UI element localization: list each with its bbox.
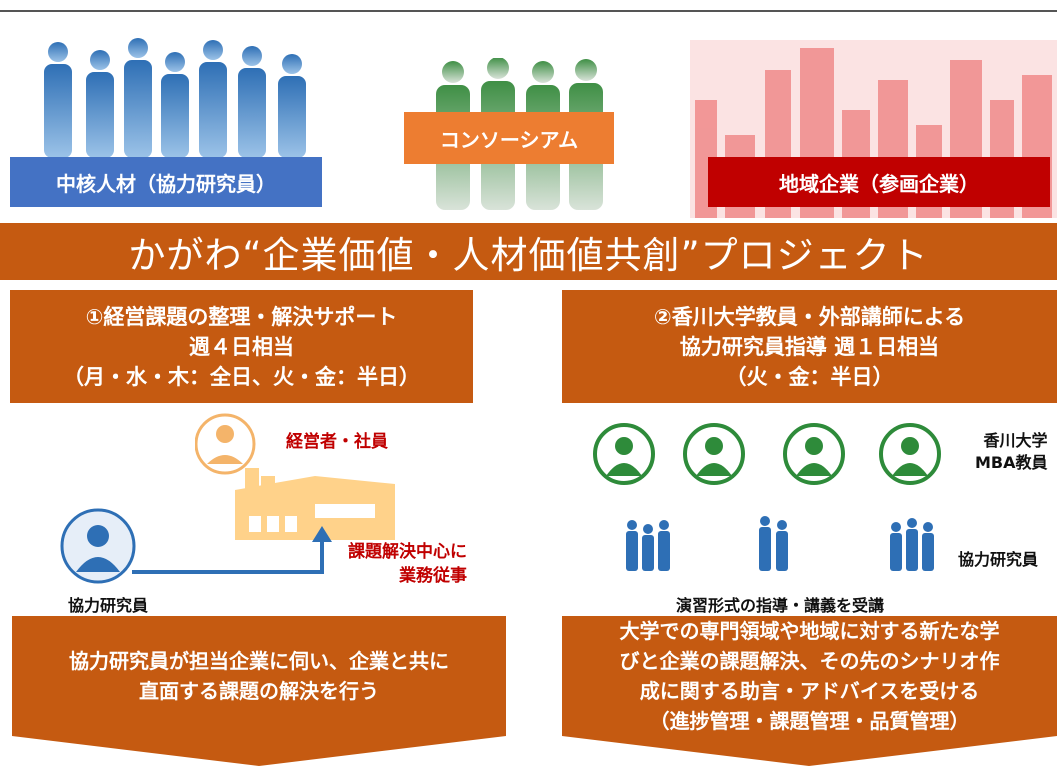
problem-solving-label: 課題解決中心に 業務従事 bbox=[348, 540, 467, 588]
company-building-icon bbox=[195, 413, 395, 540]
mba-line-1: 香川大学 bbox=[983, 431, 1048, 450]
right-heading-line-1: ②香川大学教員・外部講師による bbox=[653, 304, 966, 329]
left-result-arrow: 協力研究員が担当企業に伺い、企業と共に 直面する課題の解決を行う bbox=[12, 616, 506, 736]
people-crowd-icon bbox=[44, 38, 306, 158]
right-researcher-label: 協力研究員 bbox=[958, 550, 1039, 569]
mba-teachers-icon bbox=[593, 423, 941, 485]
researchers-group-icon bbox=[626, 516, 934, 571]
right-result-line-2: びと企業の課題解決、その先のシナリオ作 bbox=[619, 649, 1000, 673]
management-label: 経営者・社員 bbox=[286, 432, 388, 452]
left-section-heading: ①経営課題の整理・解決サポート 週４日相当 （月・水・木：全日、火・金：半日） bbox=[10, 290, 473, 403]
right-result-line-3: 成に関する助言・アドバイスを受ける bbox=[639, 679, 980, 703]
consortium-label: コンソーシアム bbox=[404, 112, 614, 164]
right-heading-line-3: （火・金：半日） bbox=[725, 364, 894, 389]
left-researcher-label: 協力研究員 bbox=[68, 596, 149, 615]
left-heading-line-3: （月・水・木：全日、火・金：半日） bbox=[63, 364, 420, 389]
right-arrow-tip bbox=[562, 736, 1057, 766]
right-heading-line-2: 協力研究員指導 週１日相当 bbox=[679, 334, 940, 359]
right-result-arrow: 大学での専門領域や地域に対する新たな学 びと企業の課題解決、その先のシナリオ作 … bbox=[562, 616, 1057, 736]
right-result-line-4: （進捗管理・課題管理・品質管理） bbox=[649, 709, 970, 733]
mba-line-2: MBA教員 bbox=[975, 453, 1048, 472]
local-company-label: 地域企業（参画企業） bbox=[708, 157, 1050, 207]
left-result-line-2: 直面する課題の解決を行う bbox=[139, 679, 379, 703]
problem-solving-line-1: 課題解決中心に bbox=[348, 542, 467, 562]
core-talent-label: 中核人材（協力研究員） bbox=[10, 157, 322, 207]
researcher-avatar-icon bbox=[60, 508, 136, 584]
left-arrow-tip bbox=[12, 736, 506, 766]
left-heading-line-1: ①経営課題の整理・解決サポート bbox=[85, 304, 398, 329]
mba-label: 香川大学 MBA教員 bbox=[975, 430, 1048, 474]
right-section-heading: ②香川大学教員・外部講師による 協力研究員指導 週１日相当 （火・金：半日） bbox=[562, 290, 1057, 403]
lecture-label: 演習形式の指導・講義を受講 bbox=[676, 596, 885, 615]
right-result-line-1: 大学での専門領域や地域に対する新たな学 bbox=[619, 619, 1000, 643]
left-heading-line-2: 週４日相当 bbox=[189, 334, 294, 359]
left-result-line-1: 協力研究員が担当企業に伺い、企業と共に bbox=[69, 649, 449, 673]
progress-arrow-icon bbox=[132, 526, 332, 574]
problem-solving-line-2: 業務従事 bbox=[399, 566, 467, 586]
project-banner: かがわ“企業価値・人材価値共創”プロジェクト bbox=[0, 223, 1057, 280]
top-rule bbox=[0, 10, 1057, 12]
